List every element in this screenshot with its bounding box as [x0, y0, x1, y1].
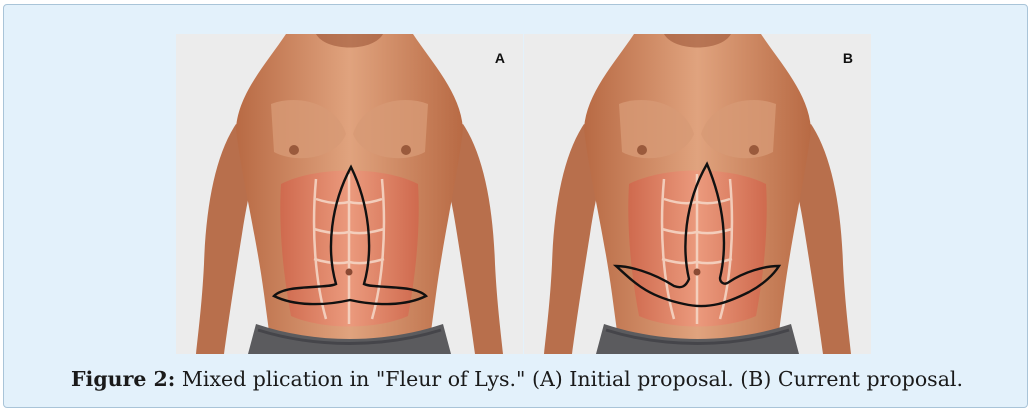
torso-plication-initial-icon — [176, 34, 523, 354]
panel-letter-b: B — [843, 50, 853, 66]
caption-text: Mixed plication in "Fleur of Lys." (A) I… — [175, 367, 963, 391]
figure-panel-a: A — [176, 34, 523, 354]
panel-letter-a: A — [495, 50, 505, 66]
figure-panel-b: B — [524, 34, 871, 354]
caption-label: Figure 2: — [71, 367, 175, 391]
figure-caption: Figure 2: Mixed plication in "Fleur of L… — [0, 367, 1034, 391]
torso-plication-current-icon — [524, 34, 871, 354]
